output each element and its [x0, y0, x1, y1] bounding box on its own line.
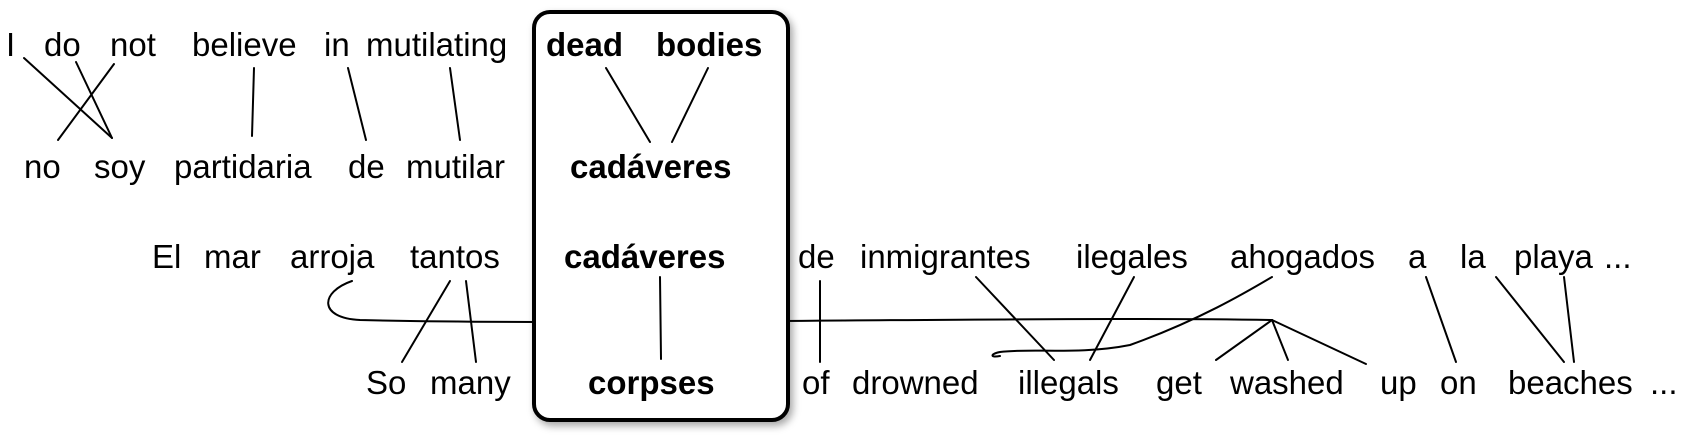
word: mutilating [366, 26, 507, 63]
row-spanish-1: no soy partidaria de mutilar cadáveres [24, 148, 731, 185]
link-a-on [1425, 276, 1457, 363]
word: get [1156, 364, 1202, 401]
word: I [6, 26, 15, 63]
link-ilegales-illegals [1089, 276, 1135, 361]
row-spanish-2: El mar arroja tantos cadáveres de inmigr… [152, 238, 1632, 275]
link-believe-partidaria [251, 67, 255, 137]
word: beaches [1508, 364, 1633, 401]
link-la-beaches [1495, 276, 1565, 363]
row-english-1: I do not believe in mutilating dead bodi… [6, 26, 762, 63]
word: inmigrantes [860, 238, 1031, 275]
link-not-no [57, 63, 115, 141]
alignment-links-1 [23, 57, 461, 141]
word: tantos [410, 238, 500, 275]
link-in-de [347, 67, 367, 141]
word: believe [192, 26, 297, 63]
word: washed [1229, 364, 1344, 401]
link-dead-cadaveres [605, 67, 651, 143]
word: mutilar [406, 148, 505, 185]
word: mar [204, 238, 261, 275]
word: in [324, 26, 350, 63]
link-cadaveres-corpses [659, 276, 662, 360]
word: a [1408, 238, 1427, 275]
word: ... [1604, 238, 1632, 275]
word: la [1460, 238, 1486, 275]
word: soy [94, 148, 146, 185]
link-tantos-so [401, 280, 451, 363]
link-hub-up [1271, 319, 1367, 365]
word: playa [1514, 238, 1594, 275]
word: of [802, 364, 830, 401]
link-mutilating-mutilar [449, 67, 461, 141]
word: up [1380, 364, 1417, 401]
word: So [366, 364, 406, 401]
word: El [152, 238, 181, 275]
link-inmigrantes-illegals [975, 276, 1055, 361]
link-playa-beaches [1563, 276, 1575, 363]
word-highlight: dead [546, 26, 623, 63]
row-english-2: So many corpses of drowned illegals get … [366, 364, 1678, 401]
word: no [24, 148, 61, 185]
link-do-soy [75, 61, 113, 139]
word-highlight: bodies [656, 26, 762, 63]
word: do [44, 26, 81, 63]
word-highlight: cadáveres [570, 148, 731, 185]
word: ... [1650, 364, 1678, 401]
word: drowned [852, 364, 979, 401]
highlight-box [532, 10, 790, 422]
link-tantos-many [465, 280, 477, 363]
word: de [348, 148, 385, 185]
link-ahogados-drowned [991, 276, 1273, 358]
word: illegals [1018, 364, 1119, 401]
link-hub-get [1215, 319, 1273, 361]
word-highlight: corpses [588, 364, 715, 401]
word: not [110, 26, 156, 63]
word: ahogados [1230, 238, 1375, 275]
link-I-soy [23, 57, 113, 139]
alignment-links-box [605, 67, 709, 360]
word: ilegales [1076, 238, 1188, 275]
alignment-links-2 [327, 276, 1575, 365]
word-highlight: cadáveres [564, 238, 725, 275]
word: de [798, 238, 835, 275]
link-hub-washed [1271, 319, 1289, 361]
word: partidaria [174, 148, 312, 185]
link-bodies-cadaveres [671, 67, 709, 143]
word: arroja [290, 238, 375, 275]
word: on [1440, 364, 1477, 401]
word: many [430, 364, 511, 401]
